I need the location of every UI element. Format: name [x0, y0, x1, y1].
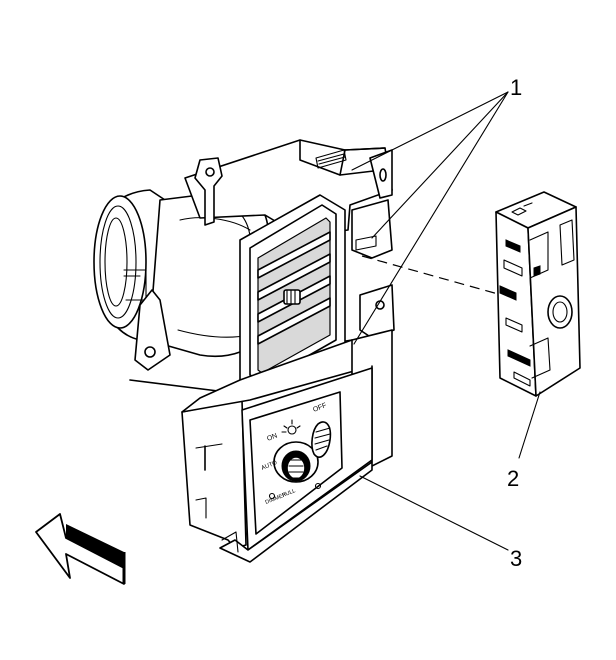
air-outlet-bezel [239, 194, 346, 393]
switch-module-component [495, 191, 581, 397]
panel-label-pull-dimmer: PULL [282, 488, 297, 499]
callout-1: 1 [510, 75, 522, 100]
callout-3: 3 [510, 546, 522, 571]
headlamp-switch-controls [268, 419, 332, 500]
panel-label-on: ON [266, 432, 278, 442]
headlamp-icon [281, 419, 301, 435]
callout-2: 2 [507, 466, 519, 491]
callout-leaders [351, 91, 541, 551]
panel-label-auto: AUTO [261, 460, 279, 472]
direction-arrow-icon [35, 513, 126, 585]
alignment-dashed-line [361, 255, 499, 295]
panel-label-off: OFF [312, 402, 328, 414]
